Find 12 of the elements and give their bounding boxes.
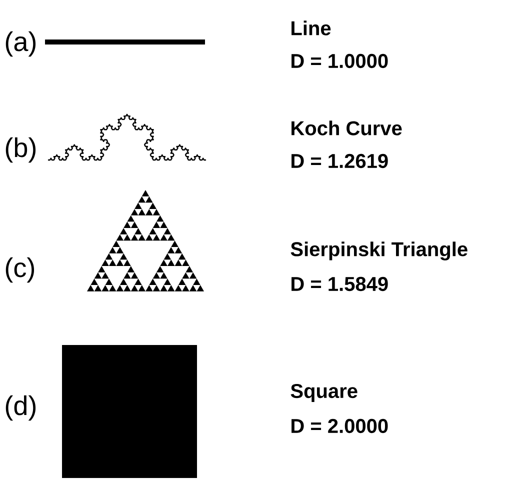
dimension-value: D = 1.5849	[292, 276, 388, 292]
panel-label: (c)	[6, 257, 34, 283]
dimension-value: D = 1.0000	[292, 54, 388, 68]
fractal-name: Square	[290, 384, 358, 402]
fractal-name: Line	[292, 20, 331, 36]
dimension-value: D = 2.0000	[292, 418, 388, 434]
panel-label: (d)	[6, 395, 36, 421]
fractal-name: Sierpinski Triangle	[290, 242, 468, 260]
dimension-value: D = 1.2619	[292, 154, 388, 168]
fractal-name: Koch Curve	[292, 120, 402, 136]
panel-label: (a)	[6, 31, 36, 57]
panel-label: (b)	[6, 137, 36, 163]
